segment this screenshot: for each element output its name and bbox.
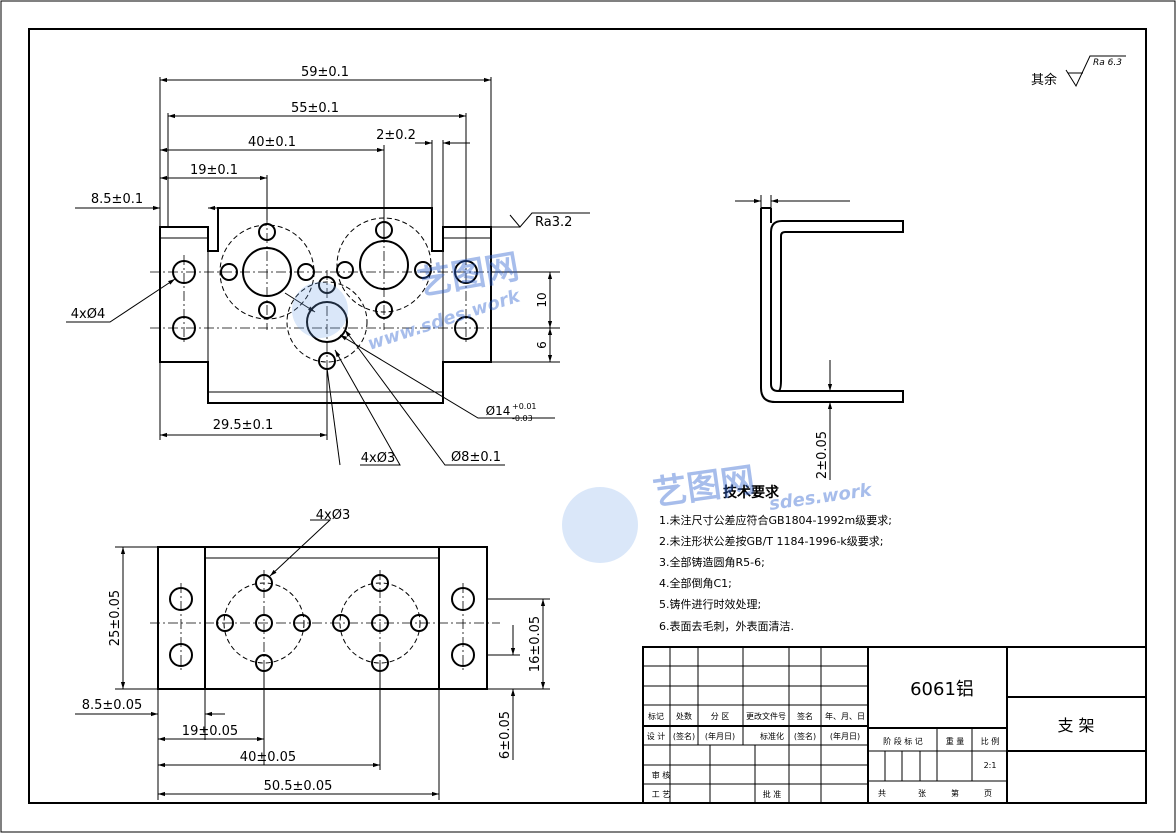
leader-4x3 (334, 349, 401, 466)
leader-4x3-b (326, 367, 341, 466)
dim-text: 40±0.1 (248, 135, 296, 150)
dim-text: 4xØ3 (316, 508, 350, 523)
dim-text: 2±0.2 (376, 128, 416, 143)
tb-label: (年月日) (830, 731, 860, 741)
general-roughness: 其余 Ra 6.3 (1031, 55, 1126, 88)
tb-label: 处数 (676, 711, 692, 721)
leader-bore (284, 292, 316, 313)
leader-4x4 (66, 278, 176, 323)
dim-text: 16±0.05 (528, 616, 543, 672)
front-view: 4xØ3 25±0.05 16±0.05 6±0.05 8.5±0.05 19±… (75, 508, 550, 800)
title-block: 6061铝 支 架 标记 处数 分 区 更改文件号 签名 年、月、日 设 计 (… (642, 646, 1147, 804)
watermark-brand: 艺图网 (651, 460, 758, 514)
roughness-symbol (509, 212, 590, 228)
tb-label: 批 准 (763, 789, 782, 799)
dim-text: 50.5±0.05 (264, 779, 333, 794)
tech-req-item: 6.表面去毛刺，外表面清洁. (659, 619, 794, 633)
tb-label: 页 (984, 789, 992, 798)
tb-label: 张 (918, 789, 926, 798)
drawing-frame (28, 28, 1147, 804)
roughness-prefix: 其余 (1031, 72, 1057, 88)
tb-label: (年月日) (705, 731, 735, 741)
material: 6061铝 (910, 679, 974, 700)
dim-text: 4xØ4 (71, 307, 105, 322)
tech-req-item: 2.未注形状公差按GB/T 1184-1996-k级要求; (659, 534, 884, 548)
tech-req-title: 技术要求 (723, 484, 780, 501)
side-view-outer (761, 207, 772, 223)
tech-req-item: 3.全部铸造圆角R5-6; (659, 555, 765, 569)
dim-text: 29.5±0.1 (213, 418, 274, 433)
dim-text: +0.01 (512, 402, 537, 411)
small-hole (336, 261, 354, 279)
dim-text: 4xØ3 (361, 451, 395, 466)
dim-text: 25±0.05 (108, 590, 123, 646)
dim-text: 59±0.1 (301, 65, 349, 80)
tb-label: 签名 (797, 711, 813, 721)
tb-label: 阶 段 标 记 (883, 736, 923, 746)
roughness-symbol (1065, 55, 1126, 88)
watermark-logo (562, 487, 638, 563)
tb-label: 设 计 (647, 731, 666, 741)
watermark-url: sdes.work (768, 480, 874, 515)
leader-d14 (339, 334, 555, 419)
dim-text: 55±0.1 (291, 101, 339, 116)
small-hole (414, 261, 432, 279)
front-view-outline (157, 546, 488, 690)
part-name: 支 架 (1057, 716, 1094, 735)
tb-scale: 2:1 (984, 761, 997, 770)
tb-label: 审 核 (652, 770, 671, 780)
dim-text: -0.03 (512, 414, 533, 423)
dim-text: 8.5±0.1 (91, 192, 143, 207)
tb-label: (签名) (673, 731, 695, 741)
top-view: 59±0.1 55±0.1 40±0.1 2±0.2 19±0.1 8.5±0.… (66, 65, 590, 466)
tb-label: 工 艺 (652, 790, 671, 799)
side-view-profile (760, 208, 904, 403)
tb-label: 标记 (648, 711, 664, 721)
tb-label: 分 区 (711, 712, 730, 721)
dim-text: 40±0.05 (240, 750, 296, 765)
dim-text: 10 (535, 292, 549, 307)
tb-label: 标准化 (760, 731, 784, 741)
dim-text: 19±0.1 (190, 163, 238, 178)
side-view: 2±0.05 (735, 195, 904, 480)
dim-text: 8.5±0.05 (82, 698, 143, 713)
dim-text: Ra3.2 (535, 215, 572, 230)
dim-text: Ø8±0.1 (451, 450, 501, 465)
tb-label: 第 (951, 788, 959, 798)
tb-label: 比 例 (981, 736, 1000, 746)
tb-label: 重 量 (946, 736, 965, 746)
bolt-circle (286, 281, 368, 363)
tb-label: 更改文件号 (746, 711, 786, 721)
tb-label: (签名) (794, 731, 816, 741)
tech-req-item: 4.全部倒角C1; (659, 576, 732, 590)
tb-label: 年、月、日 (825, 711, 865, 721)
dim-text: 19±0.05 (182, 724, 238, 739)
roughness-value: Ra 6.3 (1093, 58, 1122, 68)
dim-text: 6±0.05 (498, 711, 513, 759)
tech-req-item: 5.铸件进行时效处理; (659, 597, 761, 611)
leader-d8 (344, 329, 505, 466)
dim-text: Ø14 (486, 404, 511, 418)
watermark-logo (292, 282, 348, 338)
technical-requirements: 技术要求 1.未注尺寸公差应符合GB1804-1992m级要求; 2.未注形状公… (659, 484, 892, 633)
dim-text: 6 (535, 341, 549, 349)
leader-4x3 (269, 519, 332, 577)
tb-label: 共 (878, 789, 886, 798)
dim-text: 2±0.05 (815, 431, 830, 479)
tech-req-item: 1.未注尺寸公差应符合GB1804-1992m级要求; (659, 513, 892, 527)
